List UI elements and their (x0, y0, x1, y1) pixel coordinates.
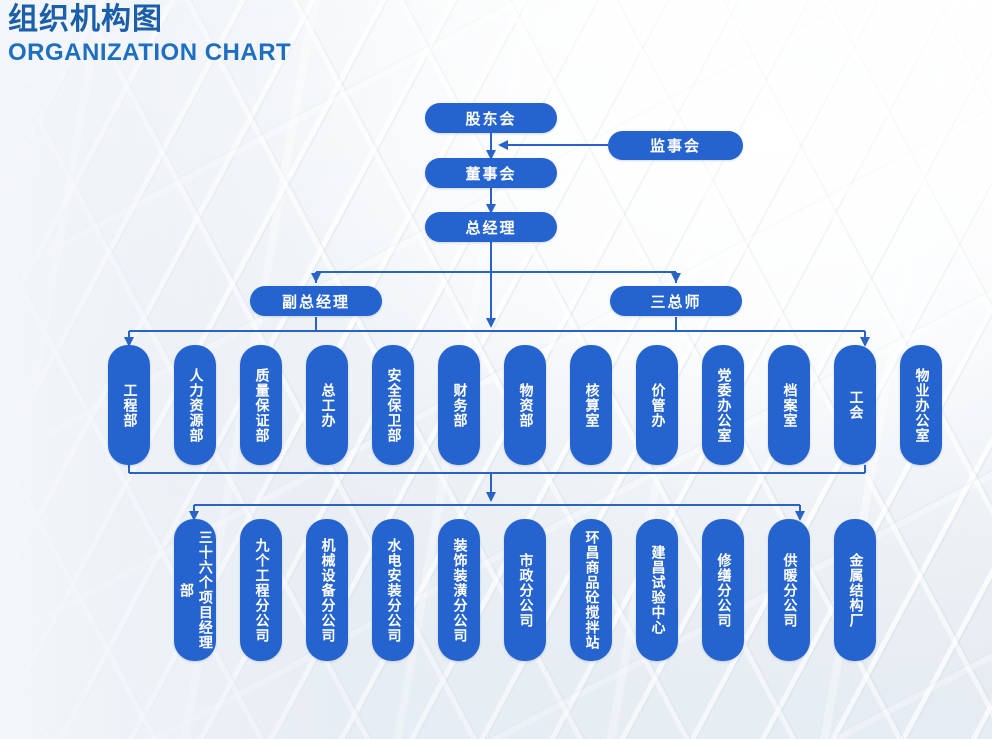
node-subsidiary-10[interactable]: 供暖分公司 (768, 519, 810, 661)
node-department-2[interactable]: 人力资源部 (174, 345, 216, 465)
node-supervisors[interactable]: 监事会 (608, 131, 743, 160)
node-subsidiary-6[interactable]: 市政分公司 (504, 519, 546, 661)
node-department-6[interactable]: 财务部 (438, 345, 480, 465)
node-department-8[interactable]: 核算室 (570, 345, 612, 465)
node-subsidiary-2[interactable]: 九个工程分公司 (240, 519, 282, 661)
node-department-4[interactable]: 总工办 (306, 345, 348, 465)
node-general-manager[interactable]: 总经理 (425, 212, 557, 242)
node-department-13[interactable]: 物业办公室 (900, 345, 942, 465)
page-title-english: ORGANIZATION CHART (8, 39, 292, 66)
node-deputy-general-manager[interactable]: 副总经理 (250, 286, 382, 316)
node-subsidiary-4[interactable]: 水电安装分公司 (372, 519, 414, 661)
node-department-10[interactable]: 党委办公室 (702, 345, 744, 465)
node-subsidiary-3[interactable]: 机械设备分公司 (306, 519, 348, 661)
page-title-chinese: 组织机构图 (8, 2, 163, 37)
node-subsidiary-1[interactable]: 三十六个项目经理部 (174, 519, 216, 661)
node-subsidiary-9[interactable]: 修缮分公司 (702, 519, 744, 661)
node-shareholders[interactable]: 股东会 (425, 103, 557, 133)
node-department-3[interactable]: 质量保证部 (240, 345, 282, 465)
node-department-1[interactable]: 工程部 (108, 345, 150, 465)
node-subsidiary-7[interactable]: 环昌商品砼搅拌站 (570, 519, 612, 661)
node-subsidiary-8[interactable]: 建昌试验中心 (636, 519, 678, 661)
node-department-11[interactable]: 档案室 (768, 345, 810, 465)
node-three-chief-engineers[interactable]: 三总师 (610, 286, 742, 316)
node-department-7[interactable]: 物资部 (504, 345, 546, 465)
node-department-9[interactable]: 价管办 (636, 345, 678, 465)
node-subsidiary-11[interactable]: 金属结构厂 (834, 519, 876, 661)
node-subsidiary-5[interactable]: 装饰装潢分公司 (438, 519, 480, 661)
node-department-12[interactable]: 工会 (834, 345, 876, 465)
page-title: 组织机构图 ORGANIZATION CHART (8, 2, 291, 68)
node-department-5[interactable]: 安全保卫部 (372, 345, 414, 465)
node-board-of-directors[interactable]: 董事会 (425, 158, 557, 188)
